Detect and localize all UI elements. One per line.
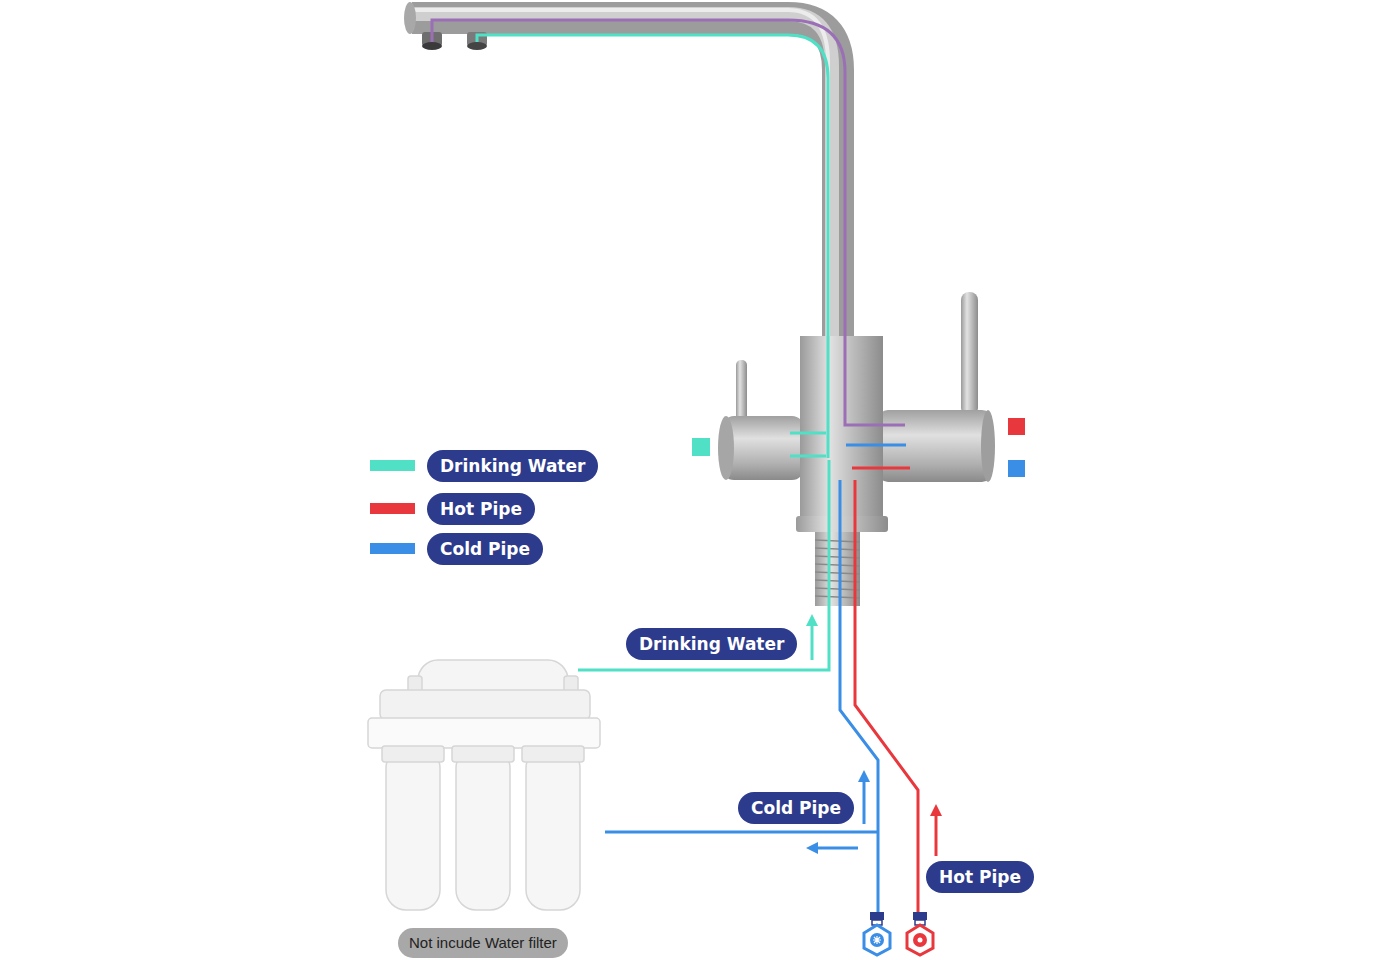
port-markers xyxy=(692,418,1025,477)
pipe-callout: Drinking Water xyxy=(626,628,797,660)
flow-arrows-part xyxy=(863,780,866,824)
faucet-body-part xyxy=(815,540,860,598)
legend-swatch xyxy=(370,460,415,471)
faucet-body-part-part xyxy=(815,540,860,542)
flow-lines-part xyxy=(846,444,906,447)
legend-text: Drinking Water xyxy=(440,456,585,476)
pipe-callout: Hot Pipe xyxy=(926,861,1034,893)
supply-pipes xyxy=(578,460,918,915)
water-filter-part xyxy=(368,718,600,748)
water-filter-part xyxy=(386,748,440,910)
faucet-spout-part xyxy=(422,42,442,50)
flow-arrows-part xyxy=(816,847,858,850)
legend-swatch xyxy=(370,543,415,554)
valve-icons-part xyxy=(907,925,933,955)
supply-pipes-part xyxy=(840,480,878,915)
legend-label: Cold Pipe xyxy=(427,533,543,565)
faucet-spout xyxy=(404,2,838,345)
faucet-body-part-part xyxy=(815,580,860,582)
water-filter-part xyxy=(382,746,444,762)
valve-icons-part xyxy=(864,925,890,955)
faucet-spout-part xyxy=(412,18,838,345)
faucet-body-part-part xyxy=(815,564,860,566)
legend-text: Hot Pipe xyxy=(440,499,522,519)
faucet-body-part-part xyxy=(815,572,860,574)
faucet-spout-part xyxy=(412,10,828,345)
callout-text: Hot Pipe xyxy=(939,867,1021,887)
valve-icons-part xyxy=(873,936,881,944)
faucet-body-part xyxy=(722,416,804,480)
flow-arrows-part xyxy=(935,814,938,856)
legend-swatch xyxy=(370,503,415,514)
callout-text: Drinking Water xyxy=(639,634,784,654)
faucet-spout-part xyxy=(467,42,487,50)
pipe-callout: Cold Pipe xyxy=(738,792,854,824)
flow-lines-part xyxy=(790,432,826,435)
note-badge: Not incude Water filter xyxy=(398,928,568,958)
flow-arrows-part xyxy=(858,770,870,782)
supply-pipes-part xyxy=(855,480,918,915)
valve-icons-part xyxy=(913,912,927,920)
faucet-body-part-part xyxy=(815,556,860,558)
faucet-body-part xyxy=(718,416,734,480)
legend-label: Drinking Water xyxy=(427,450,598,482)
port-markers-part xyxy=(1008,460,1025,477)
water-filter-part xyxy=(526,748,580,910)
faucet-body-part xyxy=(796,516,888,532)
faucet-body-part-part xyxy=(815,548,860,550)
port-markers-part xyxy=(692,438,710,456)
faucet-body-part-part xyxy=(815,588,860,590)
faucet-body-part xyxy=(981,410,995,482)
valve-icons-part xyxy=(913,933,927,947)
flow-lines xyxy=(432,20,910,468)
water-filter-part xyxy=(456,748,510,910)
flow-arrows-part xyxy=(806,842,818,854)
faucet-body-part xyxy=(736,360,747,422)
callout-text: Cold Pipe xyxy=(751,798,841,818)
valve-icons-part xyxy=(870,933,884,947)
flow-lines-part xyxy=(432,20,905,425)
legend-text: Cold Pipe xyxy=(440,539,530,559)
legend-label: Hot Pipe xyxy=(427,493,535,525)
faucet-spout-part xyxy=(404,2,416,34)
faucet-spout-part xyxy=(412,14,832,345)
flow-lines-part xyxy=(477,35,828,458)
port-markers-part xyxy=(1008,418,1025,435)
supply-pipes-part xyxy=(605,831,878,834)
supply-pipes-part xyxy=(578,460,829,670)
flow-lines-part xyxy=(790,455,826,458)
water-filter-part xyxy=(380,690,590,720)
flow-arrows-part xyxy=(930,804,942,816)
valve-icons-part xyxy=(918,938,923,943)
water-filter-part xyxy=(522,746,584,762)
flow-lines-part xyxy=(852,467,910,470)
faucet-body-part xyxy=(815,532,860,606)
water-filter xyxy=(368,660,600,910)
water-filter-part xyxy=(452,746,514,762)
valve-icons-part xyxy=(870,912,884,920)
flow-arrows-part xyxy=(811,624,814,660)
valve-icons xyxy=(864,912,933,955)
flow-arrows-part xyxy=(806,614,818,626)
faucet-body-part-part xyxy=(815,596,860,598)
faucet-body-part xyxy=(961,292,978,416)
callout-text: Not incude Water filter xyxy=(409,934,557,951)
